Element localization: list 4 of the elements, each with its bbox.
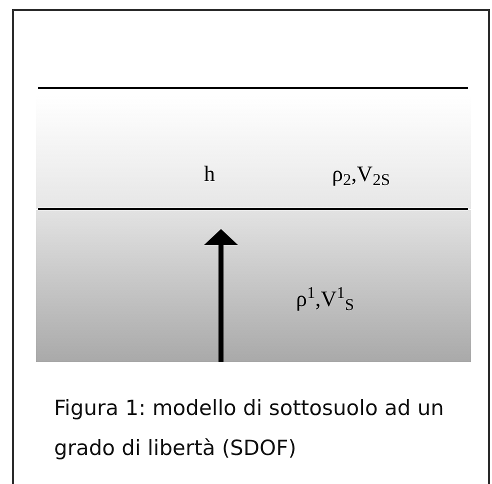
layer-label: h	[204, 163, 215, 185]
soil-layer	[36, 210, 471, 362]
layer-label: ρ$_{2}$,V$_{2S}$	[332, 163, 390, 185]
caption: Figura 1: modello di sottosuolo ad un grado di libertà (SDOF)	[54, 395, 445, 462]
